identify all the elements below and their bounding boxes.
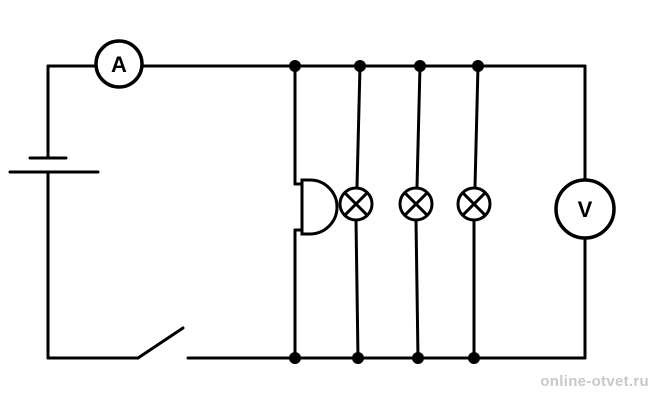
ammeter-circle xyxy=(94,39,144,89)
junction-node-top-1 xyxy=(289,60,301,72)
lamp-1-wire-lower xyxy=(354,218,360,360)
lamp-1-wire-upper xyxy=(355,64,362,189)
junction-node-top-3 xyxy=(414,60,426,72)
battery-branch xyxy=(8,64,100,360)
lamp-3-wire-upper xyxy=(473,64,480,189)
lamp-2-wire-lower xyxy=(414,218,420,360)
lamp-branch-2 xyxy=(398,64,434,360)
lamp-branch-3 xyxy=(456,64,492,360)
bell-branch xyxy=(293,64,339,360)
switch-lever xyxy=(136,326,185,360)
junction-node-bottom-2 xyxy=(352,352,364,364)
lamp-branch-1 xyxy=(338,64,374,360)
ammeter-label: A xyxy=(111,52,127,77)
bell-symbol xyxy=(293,178,339,236)
voltmeter-branch: V xyxy=(554,64,616,360)
lamp-2-cross-b xyxy=(403,191,429,217)
voltmeter-label: V xyxy=(578,197,593,222)
junction-node-bottom-3 xyxy=(412,352,424,364)
junction-node-bottom-4 xyxy=(468,352,480,364)
junction-nodes xyxy=(289,60,484,364)
lamp-2-wire-upper xyxy=(415,64,422,189)
ammeter: A xyxy=(94,39,144,89)
junction-node-top-2 xyxy=(354,60,366,72)
junction-node-bottom-1 xyxy=(289,352,301,364)
lamp-3-cross-b xyxy=(461,191,487,217)
watermark: online-otvet.ru xyxy=(540,373,649,390)
lamp-1-cross-b xyxy=(343,191,369,217)
junction-node-top-4 xyxy=(472,60,484,72)
